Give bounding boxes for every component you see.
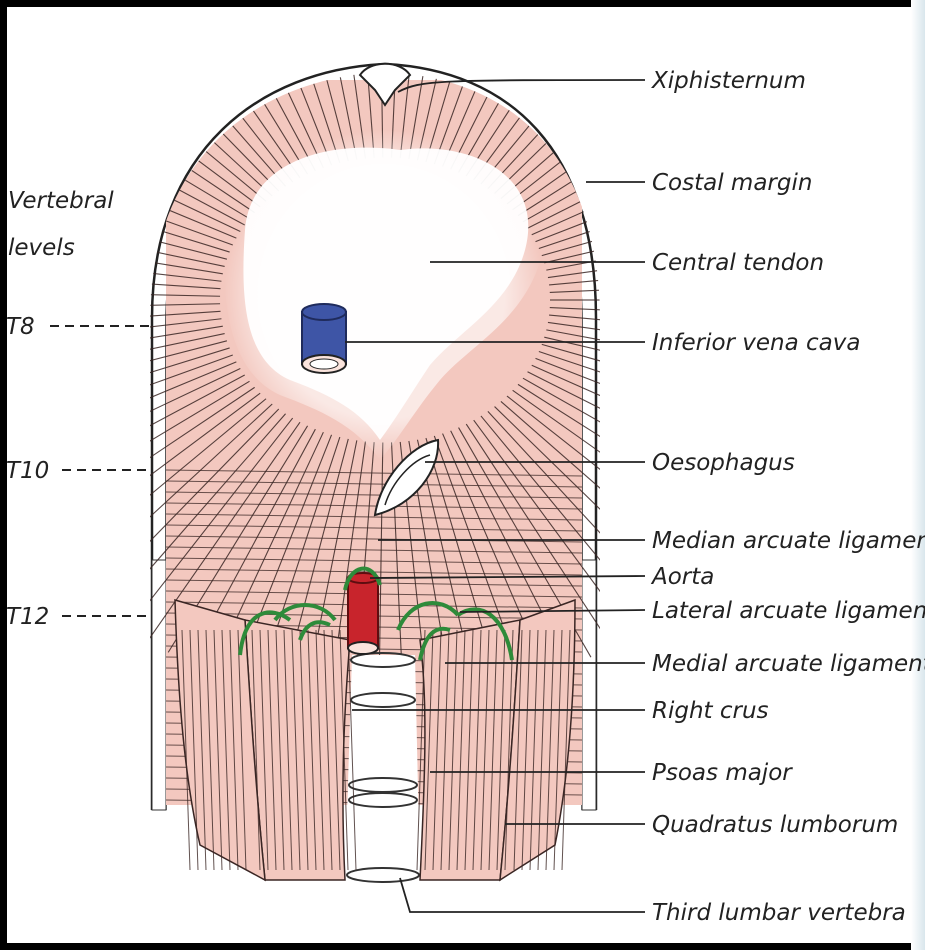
vertebral-level-label: T10 bbox=[6, 458, 49, 484]
vertebral-level-label: T8 bbox=[6, 314, 35, 340]
leader-line bbox=[400, 878, 645, 912]
structure-label: Costal margin bbox=[652, 170, 812, 196]
vertebral-level-label: T12 bbox=[6, 604, 49, 630]
inferior-vena-cava bbox=[302, 304, 346, 373]
vertebral-levels-heading-line1: Vertebral bbox=[8, 188, 114, 214]
lumbar-vertebrae bbox=[345, 653, 420, 882]
structure-label: Median arcuate ligament bbox=[652, 528, 925, 554]
structure-label: Oesophagus bbox=[652, 450, 795, 476]
aorta bbox=[348, 573, 378, 654]
structure-label: Aorta bbox=[650, 564, 714, 590]
vertebral-levels-heading-line2: levels bbox=[8, 235, 75, 261]
structure-label: Quadratus lumborum bbox=[652, 812, 898, 838]
structure-label: Third lumbar vertebra bbox=[652, 900, 906, 926]
structure-label: Psoas major bbox=[652, 760, 793, 786]
structure-label: Xiphisternum bbox=[651, 68, 806, 94]
structure-label: Lateral arcuate ligament bbox=[652, 598, 925, 624]
left-rib-band bbox=[152, 560, 166, 810]
structure-label: Medial arcuate ligament bbox=[652, 651, 925, 677]
structure-label: Inferior vena cava bbox=[652, 330, 860, 356]
structure-label: Right crus bbox=[652, 698, 769, 724]
structure-label: Central tendon bbox=[652, 250, 824, 276]
